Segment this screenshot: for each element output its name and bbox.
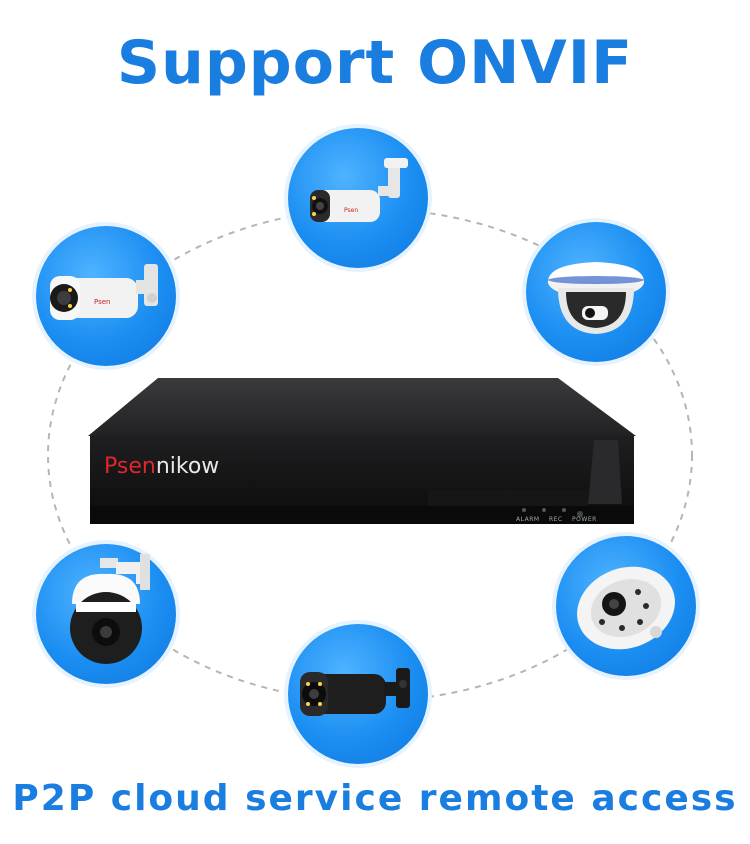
footer-tagline: P2P cloud service remote access [12, 778, 738, 819]
camera-circle-upper-left: Psen [36, 226, 176, 366]
nvr-led-labels: ALARM REC POWER [516, 516, 604, 523]
nvr-device [88, 378, 636, 524]
svg-text:Psen: Psen [344, 207, 358, 214]
camera-circle-bottom [288, 624, 428, 764]
camera-circle-lower-left [36, 544, 176, 684]
brand-white-part: nikow [155, 454, 220, 479]
svg-text:Psen: Psen [94, 298, 111, 306]
bullet-camera-icon: Psen [50, 264, 158, 320]
nvr-brand-logo: Psennikow [104, 454, 219, 479]
led-label-alarm: ALARM [516, 516, 540, 523]
led-label-power: POWER [572, 516, 597, 523]
ptz-camera-icon [70, 554, 150, 664]
camera-circle-upper-right [526, 222, 666, 362]
camera-circle-lower-right [556, 536, 696, 676]
bullet-camera-icon [300, 668, 410, 716]
camera-circle-top: Psen [288, 128, 428, 268]
led-label-rec: REC [548, 516, 563, 523]
bullet-camera-icon: Psen [310, 158, 408, 222]
fisheye-camera-icon [577, 566, 675, 650]
dome-camera-icon [548, 262, 644, 334]
page-title: Support ONVIF [116, 28, 634, 98]
brand-red-part: Psen [104, 454, 156, 479]
